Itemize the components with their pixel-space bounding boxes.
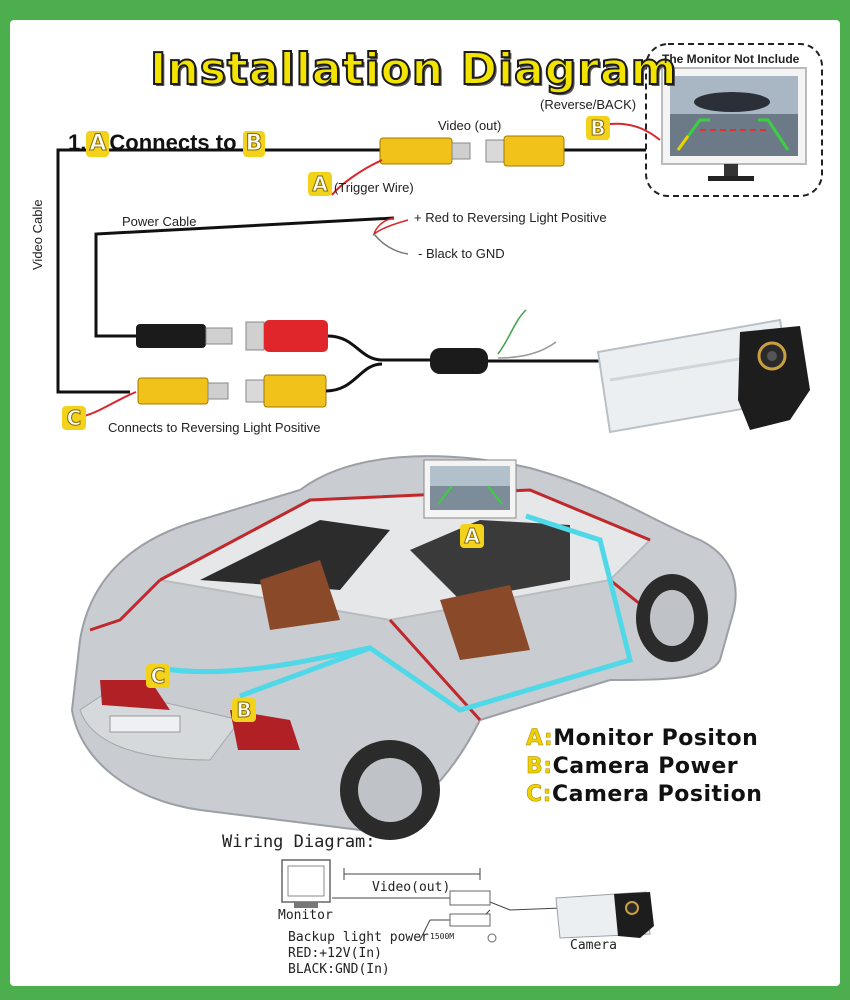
monitor-not-include-label: The Monitor Not Include — [662, 52, 800, 66]
merge-wire-top — [327, 334, 430, 362]
badge-b-inline: B — [242, 131, 266, 157]
rca-male-top — [379, 137, 471, 165]
dc-plug-black — [136, 324, 233, 348]
trigger-wire-label: (Trigger Wire) — [334, 180, 414, 195]
car-illustration — [70, 455, 737, 840]
wiring-camera-icon — [555, 891, 654, 939]
diagram-graphics — [56, 43, 823, 943]
legend-item-a: A:Monitor Positon — [526, 726, 759, 752]
wiring-backup-label: Backup light power — [288, 930, 429, 945]
power-cable-label: Power Cable — [122, 214, 197, 229]
monitor-dashed-box — [645, 43, 823, 197]
white-wire — [497, 341, 557, 359]
wiring-dim-line — [343, 868, 481, 880]
badge-a: A — [308, 172, 332, 197]
badge-b-car: B — [232, 698, 256, 723]
wiring-line — [332, 897, 563, 911]
c-pointer — [83, 391, 137, 417]
wiring-terminal — [487, 933, 497, 943]
power-split-black — [373, 233, 409, 255]
video-cable-label: Video Cable — [30, 199, 45, 270]
dc-female-red — [245, 320, 328, 352]
badge-a-inline: A — [86, 131, 110, 157]
badge-c: C — [62, 406, 86, 431]
wiring-video-out-label: Video(out) — [372, 880, 451, 895]
connects-prefix: 1. — [68, 130, 87, 155]
merge-wire-bottom — [325, 362, 383, 393]
power-cable-wire — [94, 216, 395, 338]
wiring-rca — [449, 890, 491, 906]
connects-middle: Connects to — [109, 130, 237, 155]
connects-reversing-label: Connects to Reversing Light Positive — [108, 420, 321, 435]
routing-line-b — [239, 645, 371, 699]
power-split-red — [372, 217, 409, 237]
wiring-resistor-label: 1500M — [430, 932, 455, 941]
legend-item-b: B:Camera Power — [526, 754, 739, 780]
camera-icon — [596, 318, 810, 434]
wiring-monitor-icon — [281, 859, 331, 908]
black-gnd-label: - Black to GND — [418, 246, 505, 261]
rca-male-bottom — [137, 377, 229, 405]
wiring-rca-2 — [449, 913, 491, 927]
badge-b: B — [586, 116, 610, 141]
car-monitor-icon — [423, 459, 517, 519]
green-wire — [497, 309, 527, 355]
monitor-icon — [661, 67, 807, 181]
badge-a-car: A — [460, 524, 484, 549]
trigger-wire — [331, 159, 383, 196]
wiring-diagram-title: Wiring Diagram: — [222, 832, 376, 852]
wiring-monitor-label: Monitor — [278, 908, 333, 923]
video-cable-wire-left — [56, 148, 380, 394]
wiring-red-label: RED:+12V(In) — [288, 946, 382, 961]
badge-c-car: C — [146, 664, 170, 689]
video-out-label: Video (out) — [438, 118, 502, 133]
rca-female-top — [485, 135, 565, 167]
inline-box — [430, 348, 488, 374]
red-positive-label: + Red to Reversing Light Positive — [414, 210, 607, 225]
trigger-wire-b — [609, 122, 661, 141]
diagram-title: Installation Diagram — [149, 43, 678, 96]
rca-female-bottom — [245, 374, 327, 408]
wiring-camera-label: Camera — [570, 938, 617, 953]
wiring-black-label: BLACK:GND(In) — [288, 962, 390, 977]
reverse-back-label: (Reverse/BACK) — [540, 97, 637, 112]
routing-line — [157, 513, 634, 713]
legend-item-c: C:Camera Position — [526, 782, 763, 808]
